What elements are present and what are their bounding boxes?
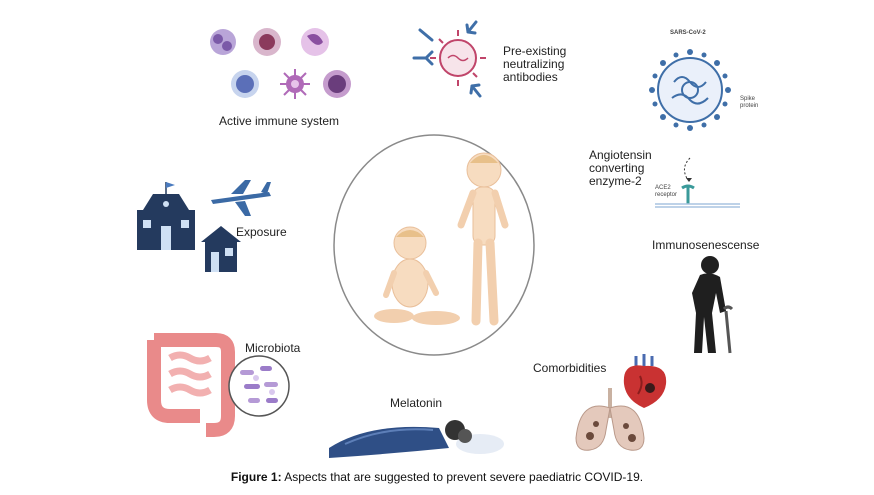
sitting-baby-figure	[374, 226, 460, 325]
elderly-person-icon	[692, 256, 734, 354]
sleeping-person-icon	[329, 420, 504, 458]
label-antibodies: Pre-existing neutralizing antibodies	[503, 44, 567, 84]
label-immunosenescence: Immunosenescense	[652, 238, 760, 252]
label-comorbidities: Comorbidities	[533, 361, 607, 375]
label-sars-cov-2: SARS-CoV-2	[670, 30, 706, 36]
label-microbiota: Microbiota	[245, 341, 301, 355]
immune-cells-icon	[210, 28, 351, 99]
lungs-heart-icon	[575, 354, 667, 451]
figure-caption: Figure 1: Aspects that are suggested to …	[230, 470, 644, 484]
sars-cov-2-icon	[649, 49, 731, 131]
gut-microbiota-icon	[147, 333, 290, 437]
label-ace2-receptor: ACE2 receptor	[655, 185, 678, 198]
heart-icon	[623, 354, 667, 408]
exposure-icon	[137, 180, 271, 272]
antibody-virus-icon	[412, 20, 486, 98]
standing-child-figure	[457, 152, 509, 326]
label-active-immune-system: Active immune system	[219, 114, 340, 128]
ace2-receptor-icon	[655, 157, 740, 208]
label-exposure: Exposure	[236, 225, 287, 239]
house-icon	[201, 226, 241, 272]
label-spike-protein: Spike protein	[740, 96, 759, 109]
center-circle-illustration	[333, 134, 535, 356]
airplane-icon	[211, 180, 271, 216]
label-melatonin: Melatonin	[390, 396, 443, 410]
label-angiotensin: Angiotensin converting enzyme-2	[589, 148, 652, 188]
school-icon	[137, 182, 195, 250]
